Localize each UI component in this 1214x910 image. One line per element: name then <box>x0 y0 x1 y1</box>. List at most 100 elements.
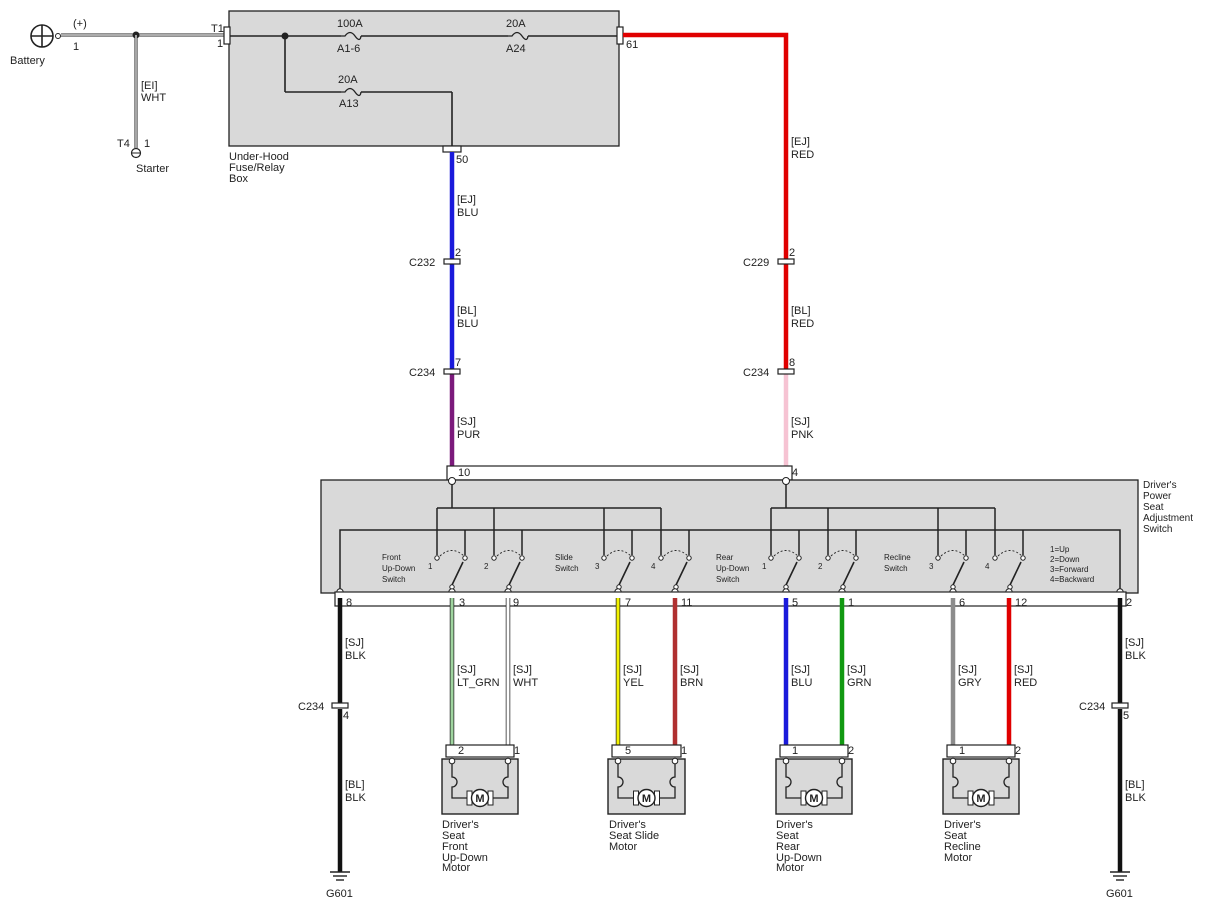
wire-gry-conn: [SJ] <box>958 664 977 676</box>
slide-pos-b: 4 <box>651 562 656 571</box>
battery-pin: 1 <box>73 41 79 53</box>
c234-right-connector <box>777 368 795 375</box>
recline-pos-a: 3 <box>929 562 934 571</box>
switch-title-5: Switch <box>1143 524 1172 535</box>
t1-connector <box>223 26 231 45</box>
pin-61-label: 61 <box>626 39 638 51</box>
motor1-label-1: Driver's <box>442 819 479 831</box>
gnd-right-conn1: [SJ] <box>1125 637 1144 649</box>
t1-pin: 1 <box>217 38 223 50</box>
motor3-pin-a: 1 <box>792 745 798 757</box>
gnd-right-conn2: [BL] <box>1125 779 1145 791</box>
blue-seg2-color: BLU <box>457 318 478 330</box>
switch-pin-9: 9 <box>513 597 519 609</box>
switch-pin-7: 7 <box>625 597 631 609</box>
wire-yel-conn: [SJ] <box>623 664 642 676</box>
seat-motor-icon: M <box>441 744 519 815</box>
purple-seg-conn: [SJ] <box>457 416 476 428</box>
motor4-label-2: Seat <box>944 830 967 842</box>
battery-wire <box>61 31 225 148</box>
fuse-a13-rating: 20A <box>338 74 358 86</box>
red-seg2-conn: [BL] <box>791 305 811 317</box>
fuse-relay-box <box>228 10 620 147</box>
wire-red-conn: [SJ] <box>1014 664 1033 676</box>
starter-wire-conn: [EI] <box>141 80 158 92</box>
motor1-label-4: Up-Down <box>442 852 488 864</box>
switch-title-4: Adjustment <box>1143 513 1193 524</box>
gnd-right-color1: BLK <box>1125 650 1146 662</box>
c234-gnd-right-name: C234 <box>1079 701 1105 713</box>
switch-pin-2: 2 <box>1126 597 1132 609</box>
c229-connector <box>777 258 795 265</box>
rear-label-2: Up-Down <box>716 564 749 573</box>
c232-pin: 2 <box>455 247 461 259</box>
fuse-a1-6-id: A1-6 <box>337 43 360 55</box>
fuse-box-title-1: Under-Hood <box>229 151 289 163</box>
motor4-label-3: Recline <box>944 841 981 853</box>
battery-label: Battery <box>10 55 45 67</box>
switch-pin-11: 11 <box>681 597 692 609</box>
motor2-pin-a: 5 <box>625 745 631 757</box>
motor-wires <box>449 598 1012 753</box>
wire-ltgrn-conn: [SJ] <box>457 664 476 676</box>
c234-gnd-right-connector <box>1111 702 1129 709</box>
switch-pin-4: 4 <box>792 467 798 479</box>
pink-seg-color: PNK <box>791 429 814 441</box>
gnd-right-label: G601 <box>1106 888 1133 900</box>
switch-pin-8: 8 <box>346 597 352 609</box>
fuse-a24-rating: 20A <box>506 18 526 30</box>
fuse-box-internal-wiring <box>230 32 617 147</box>
switch-title-1: Driver's <box>1143 480 1177 491</box>
wire-blu-conn: [SJ] <box>791 664 810 676</box>
fuse-a13-icon <box>341 87 362 97</box>
motor1-pin-b: 1 <box>514 745 520 757</box>
wire-ltgrn-color: LT_GRN <box>457 677 500 689</box>
legend-2: 2=Down <box>1050 555 1080 564</box>
switch-legend: 1=Up 2=Down 3=Forward 4=Backward <box>1050 545 1094 584</box>
recline-label-2: Switch <box>884 564 908 573</box>
motor2-label-2: Seat Slide <box>609 830 659 842</box>
c234-left-connector <box>443 368 461 375</box>
fuse-a24-icon <box>508 31 529 41</box>
switch-title-3: Seat <box>1143 502 1164 513</box>
switch-group-recline: Recline Switch 3 4 <box>884 553 990 573</box>
seat-motor-icon: M <box>775 744 853 815</box>
slide-pos-a: 3 <box>595 562 600 571</box>
blue-seg1-color: BLU <box>457 207 478 219</box>
motor1-label-5: Motor <box>442 862 470 874</box>
svg-text:M: M <box>642 793 651 805</box>
pin-61-connector <box>616 26 624 45</box>
t1-terminal: T1 <box>211 23 224 35</box>
motor1-label-2: Seat <box>442 830 465 842</box>
fuse-a24-id: A24 <box>506 43 526 55</box>
starter-label: Starter <box>136 163 169 175</box>
rear-pos-a: 1 <box>762 562 767 571</box>
c232-connector <box>443 258 461 265</box>
c234-right-pin: 8 <box>789 357 795 369</box>
switch-pin-6: 6 <box>959 597 965 609</box>
wire-brn-conn: [SJ] <box>680 664 699 676</box>
slide-label-1: Slide <box>555 553 573 562</box>
motor4-pin-b: 2 <box>1015 745 1021 757</box>
starter-icon <box>130 147 142 159</box>
battery-icon <box>30 24 61 48</box>
fuse-a1-6-rating: 100A <box>337 18 363 30</box>
gnd-left-label: G601 <box>326 888 353 900</box>
wire-yel-color: YEL <box>623 677 644 689</box>
ground-icon-left <box>330 871 350 881</box>
starter-wire-color: WHT <box>141 92 166 104</box>
seat-motor-icon: M <box>607 744 686 815</box>
wire-red-color: RED <box>1014 677 1037 689</box>
gnd-left-conn1: [SJ] <box>345 637 364 649</box>
c234-gnd-left-connector <box>331 702 349 709</box>
wire-wht-conn: [SJ] <box>513 664 532 676</box>
seat-motor-icon: M <box>942 744 1020 815</box>
c234-gnd-left-pin: 4 <box>343 710 349 722</box>
c234-left-pin: 7 <box>455 357 461 369</box>
front-pos-a: 1 <box>428 562 433 571</box>
c229-pin: 2 <box>789 247 795 259</box>
switch-pin-12: 12 <box>1015 597 1027 609</box>
gnd-right-color2: BLK <box>1125 792 1146 804</box>
svg-text:M: M <box>475 793 484 805</box>
fuse-a13-id: A13 <box>339 98 359 110</box>
